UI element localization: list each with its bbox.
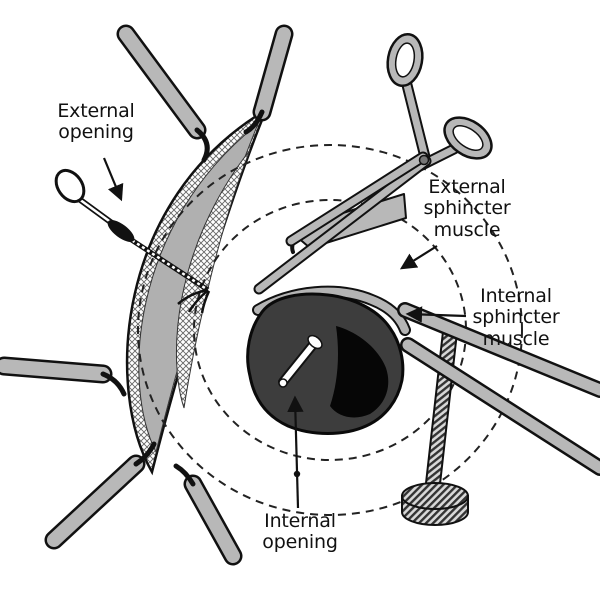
wound-incision xyxy=(125,107,269,476)
clamp-screw-knob xyxy=(401,482,469,526)
pointer-arrows xyxy=(102,157,467,509)
seton-thread-stripes xyxy=(126,235,209,292)
wound-inner-muscle xyxy=(175,149,251,409)
label-external-sphincter-muscle: External sphincter muscle xyxy=(423,176,511,241)
screw-clamp xyxy=(397,302,600,526)
label-external-opening: External opening xyxy=(57,100,135,144)
forceps-pivot-screw xyxy=(418,154,430,166)
arrow-internal-opening-node xyxy=(293,470,301,478)
internal-opening-probe xyxy=(278,334,323,388)
external-sphincter-dashed-ring xyxy=(137,144,523,516)
retractor-hooks xyxy=(0,24,294,566)
arrow-external-sphincter xyxy=(399,245,438,270)
retractor-hook-bottom xyxy=(173,463,243,566)
retractor-hook-top-right xyxy=(243,24,294,135)
retractor-hook-left xyxy=(0,356,127,397)
arrow-internal-opening xyxy=(287,395,304,509)
retractor-hook-bottom-left xyxy=(44,441,157,550)
external-opening-mark xyxy=(107,220,135,242)
arrow-internal-sphincter xyxy=(405,306,467,323)
arrow-external-opening xyxy=(102,157,124,202)
fistula-probe xyxy=(54,168,211,314)
label-internal-opening: Internal opening xyxy=(262,510,338,554)
grasper-prongs xyxy=(177,288,211,314)
cavity-deep-region xyxy=(330,326,389,418)
retractor-hook-top-left xyxy=(116,24,210,163)
label-internal-sphincter-muscle: Internal sphincter muscle xyxy=(472,285,560,350)
hemostat-forceps xyxy=(253,32,493,295)
probe-loop-handle xyxy=(54,168,86,204)
rectal-cavity xyxy=(246,285,411,435)
